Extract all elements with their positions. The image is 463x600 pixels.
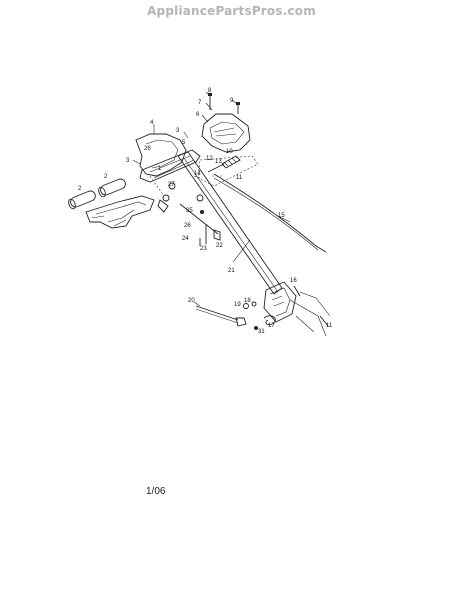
label-21: 21 <box>228 268 235 274</box>
label-24: 24 <box>182 236 189 242</box>
shift-rod <box>195 305 247 327</box>
label-26-upper: 26 <box>144 146 151 152</box>
label-11-lower: 11 <box>326 323 333 329</box>
handle-tube <box>177 151 283 295</box>
label-2-right: 2 <box>104 174 108 180</box>
label-11-upper: 11 <box>236 175 243 181</box>
hardware-stack <box>157 182 221 246</box>
bolt-11-lower <box>319 315 329 327</box>
label-15: 15 <box>278 213 285 219</box>
label-3-upper: 3 <box>176 128 180 134</box>
reference-outline <box>197 155 259 187</box>
washer-19 <box>243 303 249 309</box>
grip-right <box>98 178 126 198</box>
grip-left <box>68 190 96 210</box>
label-10: 10 <box>226 149 233 155</box>
label-1: 1 <box>158 166 162 172</box>
revision-date: 1/06 <box>146 486 166 497</box>
mounting-bracket <box>263 281 331 337</box>
label-19: 19 <box>234 302 241 308</box>
leader-lines <box>132 91 291 307</box>
washer-18 <box>251 301 257 307</box>
label-16: 16 <box>290 278 297 284</box>
label-8: 8 <box>208 88 212 94</box>
screw-9 <box>236 102 240 114</box>
label-22: 22 <box>216 243 223 249</box>
handlebar-upper <box>135 133 201 183</box>
control-cable <box>213 173 327 253</box>
control-lever <box>207 155 241 173</box>
label-23: 23 <box>200 246 207 252</box>
label-12: 12 <box>206 156 213 162</box>
label-25: 25 <box>186 208 193 214</box>
label-18: 18 <box>244 298 251 304</box>
label-2-left: 2 <box>78 186 82 192</box>
control-housing <box>201 113 251 153</box>
clip-17 <box>263 315 276 325</box>
watermark-text: AppliancePartsPros.com <box>147 4 316 18</box>
label-7: 7 <box>198 100 202 106</box>
handlebar-lower <box>85 195 155 229</box>
label-3-left: 3 <box>126 158 130 164</box>
bolt-16 <box>293 285 301 297</box>
label-13: 13 <box>215 159 222 165</box>
label-5: 5 <box>182 140 186 146</box>
label-9: 9 <box>230 98 234 104</box>
label-20: 20 <box>188 298 195 304</box>
label-26-lower: 26 <box>184 223 191 229</box>
label-6: 6 <box>196 112 200 118</box>
label-27: 27 <box>168 182 175 188</box>
label-4: 4 <box>150 120 154 126</box>
label-31: 31 <box>258 329 265 335</box>
part-labels: 8 7 9 6 4 3 5 26 10 12 13 3 1 11 14 2 2 … <box>78 88 333 335</box>
label-17: 17 <box>268 323 275 329</box>
label-14: 14 <box>194 171 201 177</box>
nut-31 <box>254 326 258 330</box>
